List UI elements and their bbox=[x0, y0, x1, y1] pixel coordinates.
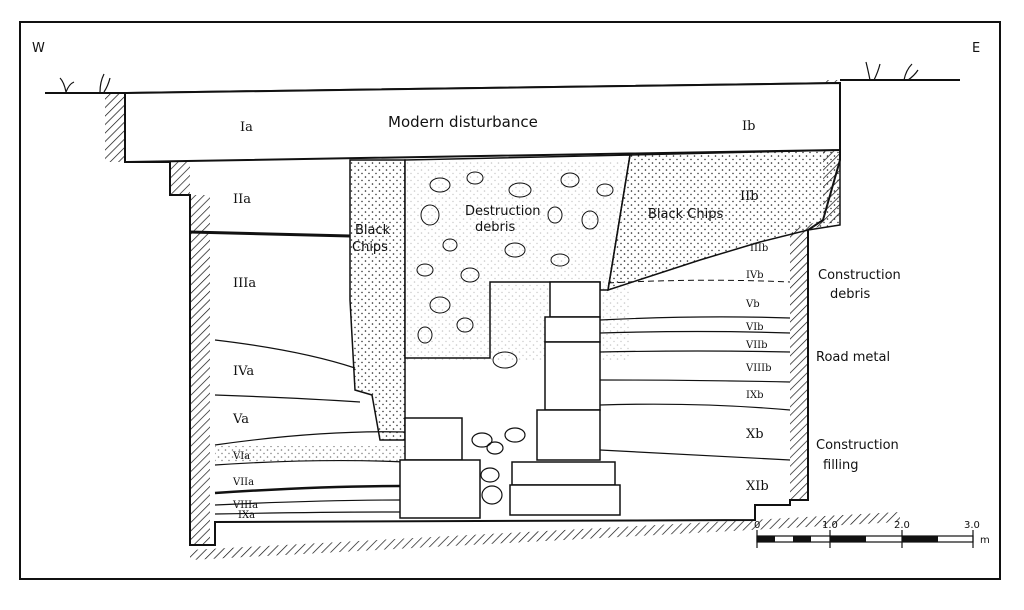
layer-iiib-label: IIIb bbox=[750, 243, 768, 254]
layer-xib-label: XIb bbox=[746, 479, 769, 494]
west-label: W bbox=[32, 41, 45, 56]
west-trench-wall bbox=[105, 93, 210, 545]
road-metal-label: Road metal bbox=[816, 350, 890, 365]
layer-xb-label: Xb bbox=[746, 427, 764, 442]
black-chips-right-label: Black Chips bbox=[648, 207, 723, 222]
layer-viib-label: VIIb bbox=[745, 340, 768, 351]
layer-ixb-label: IXb bbox=[746, 390, 763, 401]
layer-ixa-label: IXa bbox=[238, 510, 255, 521]
destruction-label-line1: Destruction bbox=[465, 204, 541, 219]
black-chips-left-label-line1: Black bbox=[355, 223, 391, 238]
layer-viiib-label: VIIIb bbox=[745, 363, 771, 374]
layer-via-label: VIa bbox=[232, 451, 250, 462]
layer-iva-label: IVa bbox=[233, 364, 254, 379]
wall-blocks bbox=[399, 281, 621, 519]
packing-stones bbox=[471, 427, 526, 505]
construction-filling-label-line2: filling bbox=[823, 458, 859, 473]
trench-floor-hatch bbox=[190, 512, 900, 560]
east-strata bbox=[599, 279, 791, 461]
destruction-label-line2: debris bbox=[475, 220, 515, 235]
layer-iia-label: IIa bbox=[233, 192, 251, 207]
scale-bar: 0 1.0 2.0 3.0 m bbox=[754, 520, 990, 548]
construction-filling-label-line1: Construction bbox=[816, 438, 899, 453]
west-chip-band bbox=[215, 446, 405, 462]
layer-ia-label: Ia bbox=[240, 120, 253, 135]
scale-unit: m bbox=[980, 535, 990, 546]
layer-va-label: Va bbox=[232, 412, 249, 427]
deposit-labels: Black Chips Destruction debris Black Chi… bbox=[352, 204, 723, 255]
black-chips-right-deposit bbox=[607, 149, 841, 292]
scale-tick-1: 1.0 bbox=[822, 520, 838, 531]
scale-tick-0: 0 bbox=[754, 520, 760, 531]
layer-vib-label: VIb bbox=[745, 322, 764, 333]
black-chips-left-deposit bbox=[349, 159, 406, 441]
layer-ib-label: Ib bbox=[742, 119, 755, 134]
construction-debris-label-line2: debris bbox=[830, 287, 870, 302]
layer-iib-label: IIb bbox=[740, 189, 759, 204]
scale-tick-3: 3.0 bbox=[964, 520, 980, 531]
frame bbox=[19, 21, 1001, 580]
layer-ivb-label: IVb bbox=[746, 270, 764, 281]
plant-icon bbox=[59, 61, 919, 93]
layer-viia-label: VIIa bbox=[232, 477, 254, 488]
construction-debris-label-line1: Construction bbox=[818, 268, 901, 283]
side-annotations: Construction debris Road metal Construct… bbox=[816, 268, 901, 473]
layer-iiia-label: IIIa bbox=[233, 276, 256, 291]
scale-tick-2: 2.0 bbox=[894, 520, 910, 531]
east-label: E bbox=[972, 41, 980, 56]
layer-vb-label: Vb bbox=[745, 299, 760, 310]
layer-labels: Modern disturbance Ia Ib IIa IIb IIIa II… bbox=[232, 113, 771, 521]
black-chips-left-label-line2: Chips bbox=[352, 240, 388, 255]
layer-viiia-label: VIIIa bbox=[232, 500, 258, 511]
modern-disturbance-label: Modern disturbance bbox=[388, 113, 538, 131]
